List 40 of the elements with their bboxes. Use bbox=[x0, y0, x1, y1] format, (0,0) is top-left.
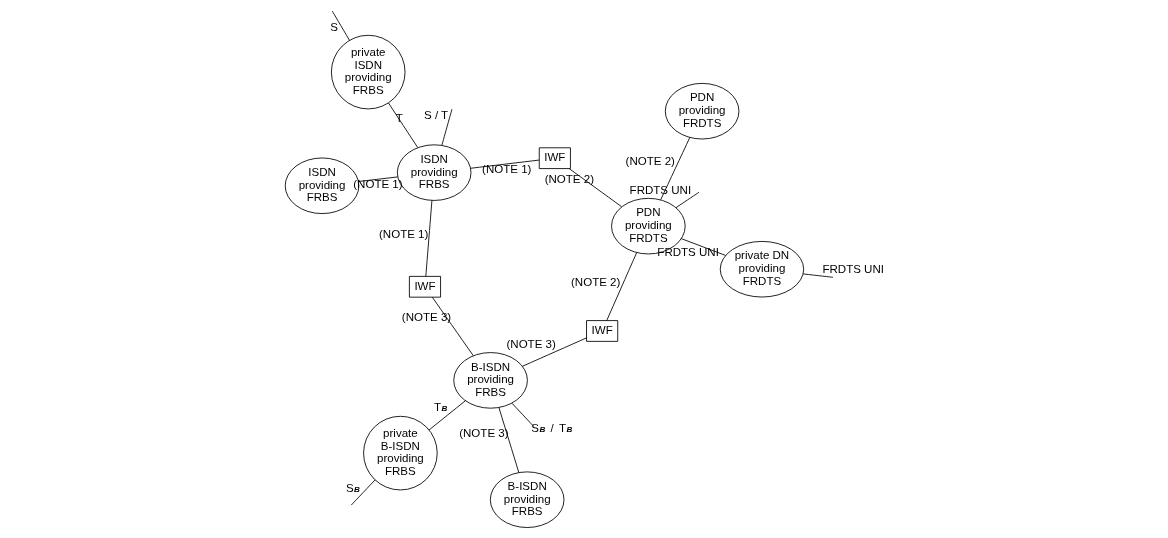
connector bbox=[521, 337, 587, 367]
edge-label: (NOTE 2) bbox=[544, 173, 594, 186]
node-ellipse: private DN providing FRDTS bbox=[719, 240, 804, 298]
edge-label: (NOTE 3) bbox=[458, 426, 509, 439]
node-ellipse: PDN providing FRDTS bbox=[664, 82, 739, 140]
connector bbox=[497, 407, 519, 473]
connector bbox=[428, 400, 466, 431]
edge-label: (NOTE 3) bbox=[401, 311, 451, 324]
edge-label: (NOTE 1) bbox=[378, 227, 428, 240]
node-circle: private ISDN providing FRBS bbox=[330, 34, 405, 110]
edge-label: (NOTE 2) bbox=[570, 275, 620, 288]
node-circle: private B-ISDN providing FRBS bbox=[362, 415, 438, 491]
edge-label: S bbox=[329, 20, 338, 33]
node-box: IWF bbox=[538, 147, 571, 169]
connector bbox=[331, 10, 350, 41]
node-ellipse: B-ISDN providing FRBS bbox=[489, 471, 564, 528]
connector bbox=[675, 191, 699, 209]
connector bbox=[431, 296, 474, 357]
edge-label: (NOTE 3) bbox=[505, 337, 556, 350]
connector bbox=[605, 252, 637, 321]
connector bbox=[659, 137, 690, 201]
node-box: IWF bbox=[408, 275, 441, 298]
edge-label: FRDTS UNI bbox=[629, 184, 691, 197]
connector bbox=[511, 402, 534, 427]
connector bbox=[469, 159, 540, 169]
edge-label: (NOTE 2) bbox=[625, 155, 675, 168]
connector bbox=[568, 168, 622, 208]
connector bbox=[802, 273, 833, 278]
connector bbox=[680, 238, 726, 256]
edge-label: FRDTS UNI bbox=[656, 246, 719, 259]
edge-label: (NOTE 1) bbox=[352, 178, 403, 191]
edge-label: FRDTS UNI bbox=[821, 262, 884, 275]
connector bbox=[387, 102, 418, 148]
connector bbox=[424, 199, 432, 277]
edge-label: (NOTE 1) bbox=[481, 163, 531, 176]
node-box: IWF bbox=[585, 320, 618, 342]
connector bbox=[440, 108, 452, 146]
edge-label: S / T bbox=[423, 108, 448, 121]
node-ellipse: B-ISDN providing FRBS bbox=[452, 352, 528, 409]
connector bbox=[350, 479, 376, 506]
